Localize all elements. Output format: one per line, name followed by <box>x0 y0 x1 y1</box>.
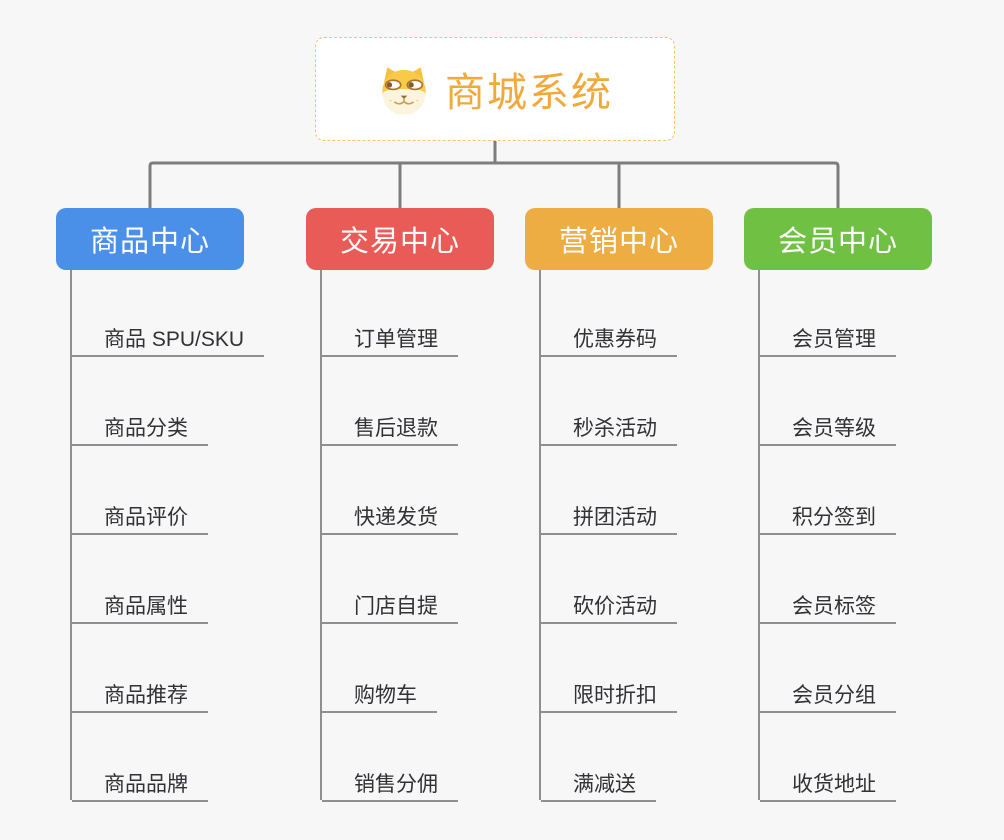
node-item[interactable]: 快递发货 <box>322 495 458 535</box>
node-item[interactable]: 积分签到 <box>760 495 896 535</box>
root-node-mall-system[interactable]: 商城系统 <box>315 37 675 141</box>
branch-label: 营销中心 <box>558 226 679 258</box>
dog-face-icon <box>382 67 426 114</box>
node-item[interactable]: 会员分组 <box>760 673 896 713</box>
node-item[interactable]: 售后退款 <box>322 406 458 446</box>
root-title: 商城系统 <box>445 71 613 115</box>
branch-label: 会员中心 <box>777 226 898 258</box>
node-item[interactable]: 拼团活动 <box>541 495 677 535</box>
node-item[interactable]: 商品属性 <box>72 584 208 624</box>
node-item[interactable]: 会员管理 <box>760 317 896 357</box>
branch-trade-center[interactable]: 交易中心 <box>306 208 494 270</box>
node-item[interactable]: 销售分佣 <box>322 762 458 802</box>
node-item[interactable]: 优惠券码 <box>541 317 677 357</box>
node-item[interactable]: 订单管理 <box>322 317 458 357</box>
node-item[interactable]: 商品分类 <box>72 406 208 446</box>
branch-product-center[interactable]: 商品中心 <box>56 208 244 270</box>
branch-label: 交易中心 <box>339 226 460 258</box>
node-item[interactable]: 收货地址 <box>760 762 896 802</box>
node-item[interactable]: 砍价活动 <box>541 584 677 624</box>
branch-member-items: 会员管理 会员等级 积分签到 会员标签 会员分组 收货地址 <box>758 270 896 802</box>
node-item[interactable]: 限时折扣 <box>541 673 677 713</box>
node-item[interactable]: 门店自提 <box>322 584 458 624</box>
node-item[interactable]: 购物车 <box>322 673 437 713</box>
node-item[interactable]: 商品推荐 <box>72 673 208 713</box>
node-item[interactable]: 满减送 <box>541 762 656 802</box>
node-item[interactable]: 商品 SPU/SKU <box>72 317 265 357</box>
node-item[interactable]: 会员等级 <box>760 406 896 446</box>
node-item[interactable]: 会员标签 <box>760 584 896 624</box>
node-item[interactable]: 秒杀活动 <box>541 406 677 446</box>
branch-member-center[interactable]: 会员中心 <box>744 208 932 270</box>
node-item[interactable]: 商品品牌 <box>72 762 208 802</box>
branch-marketing-items: 优惠券码 秒杀活动 拼团活动 砍价活动 限时折扣 满减送 <box>539 270 677 802</box>
node-item[interactable]: 商品评价 <box>72 495 208 535</box>
branch-product-items: 商品 SPU/SKU 商品分类 商品评价 商品属性 商品推荐 商品品牌 <box>70 270 265 802</box>
branch-trade-items: 订单管理 售后退款 快递发货 门店自提 购物车 销售分佣 <box>320 270 458 802</box>
branch-marketing-center[interactable]: 营销中心 <box>525 208 713 270</box>
branch-label: 商品中心 <box>89 226 210 258</box>
